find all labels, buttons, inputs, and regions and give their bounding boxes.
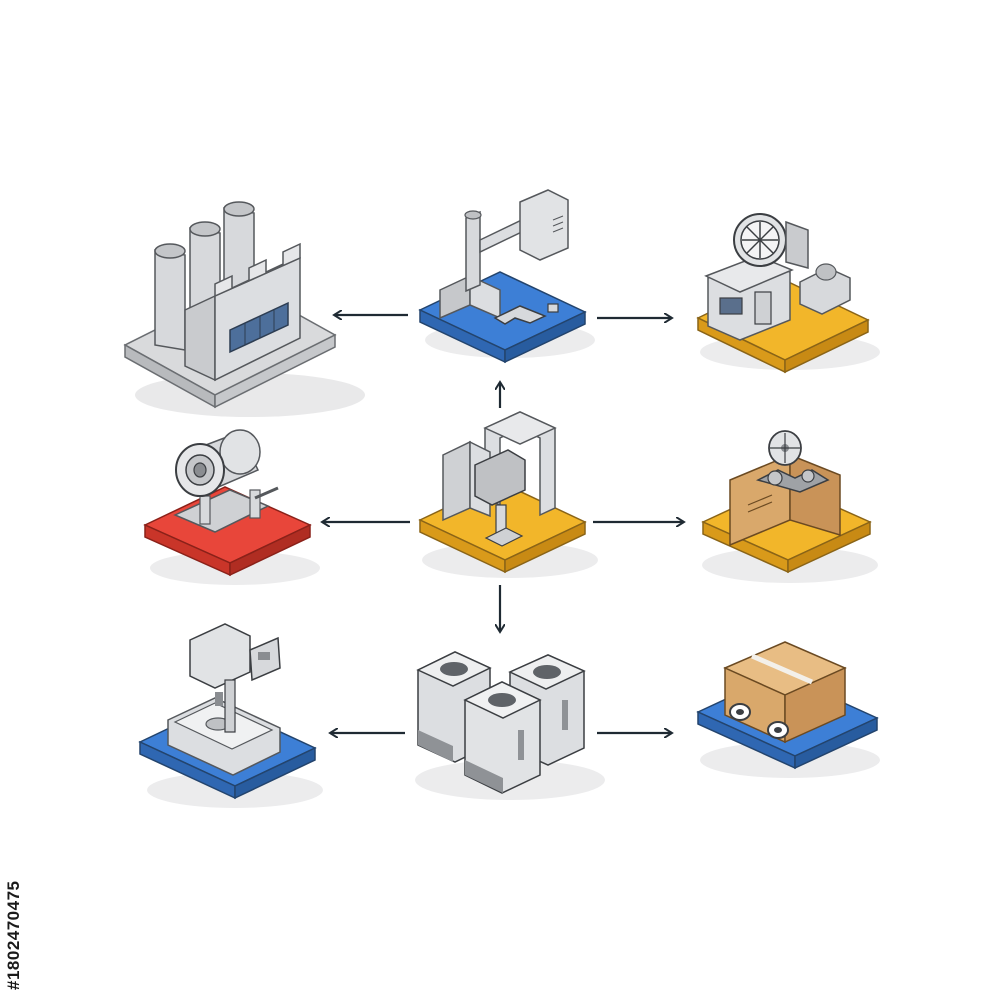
box-of-parts-icon <box>702 431 878 583</box>
milling-machine-icon <box>140 624 323 808</box>
rotary-drum-machine-icon <box>145 430 320 585</box>
stock-image-id: #1802470475 <box>4 880 24 990</box>
storage-containers-icon <box>415 652 605 800</box>
turbine-machine-icon <box>698 214 880 372</box>
robotic-arm-machine-icon <box>420 190 595 362</box>
factory-icon <box>125 202 365 417</box>
shipping-box-cart-icon <box>698 642 880 778</box>
cnc-press-icon <box>420 412 598 578</box>
